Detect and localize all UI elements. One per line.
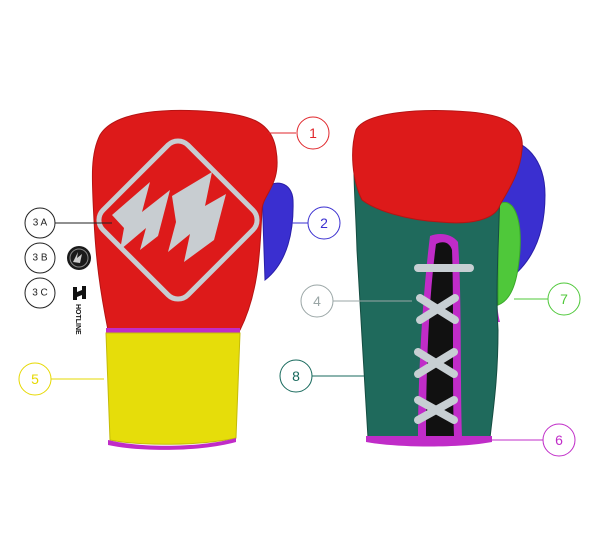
callout-1: 1 [268,116,330,150]
callout-3a: 3 A [24,207,112,239]
callout-5-label: 5 [31,371,39,387]
callout-3b: 3 B [24,242,91,274]
callout-5: 5 [18,362,104,396]
cuff-edge-back [366,436,492,447]
thumb-part-2 [261,182,294,282]
callout-6: 6 [492,423,576,457]
callout-6-label: 6 [555,432,563,448]
callout-7-label: 7 [560,291,568,307]
callout-8: 8 [279,359,364,393]
round-emblem-icon [67,246,91,270]
top-part-1 [352,110,523,224]
trim-front [106,328,240,333]
callout-8-label: 8 [292,368,300,384]
callout-2: 2 [292,206,341,240]
cuff-edge-front [108,438,236,450]
back-glove [352,110,546,447]
callout-3c: 3 C HOTLINE [24,277,86,335]
callout-7: 7 [514,282,581,316]
callout-1-label: 1 [309,125,317,141]
callout-2-label: 2 [320,215,328,231]
thumb-part-7 [497,202,521,306]
laces-part-4 [414,264,474,424]
hotline-logo-icon [73,286,86,300]
lace-opening-inner [426,242,454,436]
hotline-wordmark: HOTLINE [74,304,81,335]
callout-4-label: 4 [313,293,321,309]
callout-3a-label: 3 A [33,218,48,229]
cuff-part-5 [105,332,241,445]
callout-3b-label: 3 B [32,253,47,264]
front-glove [91,109,294,450]
logo-part-3a [96,138,260,302]
callout-3c-label: 3 C [32,288,48,299]
callout-4: 4 [300,284,412,318]
